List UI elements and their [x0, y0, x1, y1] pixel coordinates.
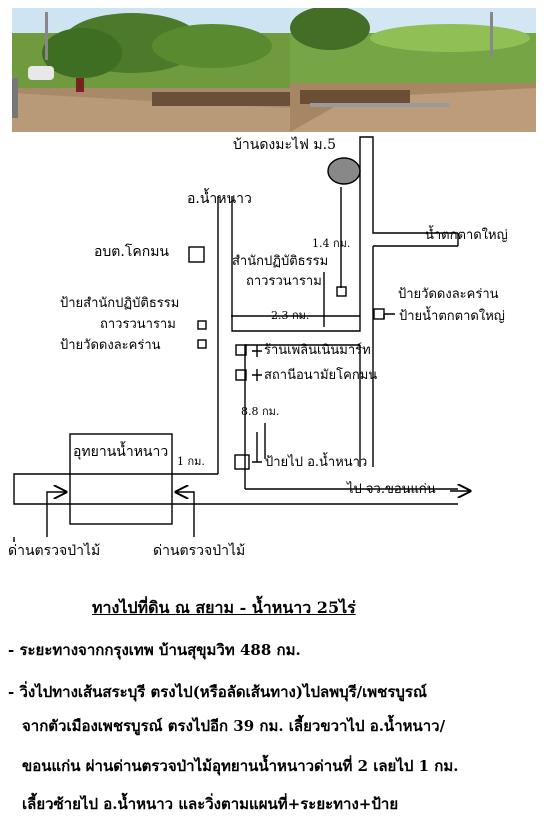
roadside-photo-right: [290, 8, 536, 132]
shop-label: ร้านเพลินเนินมาร์ท: [264, 343, 371, 358]
waterfall-label: น้ำตกตาดใหญ่: [425, 228, 508, 243]
temple-label-line2: ถาวรวนาราม: [246, 274, 322, 289]
sign-temple-label-line2: ถาวรวนาราม: [100, 317, 176, 332]
sign-waterfall-label: ป้ายน้ำตกตาดใหญ่: [399, 309, 505, 324]
directions-line-5: เลี้ยวซ้ายไป อ.น้ำหนาว และวิ่งตามแผนที่+…: [22, 795, 399, 813]
sign-district-label: ป้ายไป อ.น้ำหนาว: [265, 455, 368, 470]
distance-2-3-label: 2.3 กม.: [271, 309, 310, 322]
sign-wat-left-label: ป้ายวัดดงละคร่าน: [60, 338, 161, 353]
sign-temple-label-line1: ป้ายสำนักปฏิบัติธรรม: [60, 296, 180, 311]
roadside-photo-left: [12, 8, 290, 132]
distance-1-label: 1 กม.: [177, 455, 205, 468]
district-label: อ.น้ำหนาว: [187, 191, 252, 207]
directions-line-2: - วิ่งไปทางเส้นสระบุรี ตรงไป(หรือลัดเส้น…: [8, 683, 427, 701]
map-lines: [13, 136, 550, 542]
distance-1-4-label: 1.4 กม.: [312, 237, 351, 250]
park-label: อุทยานน้ำหนาว: [73, 444, 169, 460]
checkpoint-left-label: ด่านตรวจป่าไม้: [8, 543, 101, 559]
route-map: บ้านดงมะไฟ ม.5 อ.น้ำหนาว 1.4 กม. สำนักปฏ…: [0, 132, 550, 592]
temple-label-line1: สำนักปฏิบัติธรรม: [232, 254, 329, 269]
village-label: บ้านดงมะไฟ ม.5: [233, 137, 336, 153]
obt-label: อบต.โคกมน: [94, 244, 169, 260]
health-station-label: สถานีอนามัยโคกมน: [264, 368, 378, 383]
directions-line-4: ขอนแก่น ผ่านด่านตรวจป่าไม้อุทยานน้ำหนาวด…: [22, 757, 459, 775]
checkpoint-right-label: ด่านตรวจป่าไม้: [153, 543, 246, 559]
directions-line-1: - ระยะทางจากกรุงเทพ บ้านสุขุมวิท 488 กม.: [8, 641, 301, 659]
directions-title: ทางไปที่ดิน ณ สยาม - น้ำหนาว 25ไร่: [92, 598, 356, 617]
sign-wat-right-label: ป้ายวัดดงละคร่าน: [398, 287, 499, 302]
distance-8-8-label: 8.8 กม.: [241, 405, 280, 418]
to-khonkaen-label: ไป จว.ขอนแก่น: [347, 482, 436, 497]
directions-line-3: จากตัวเมืองเพชรบูรณ์ ตรงไปอีก 39 กม. เลี…: [22, 717, 446, 735]
